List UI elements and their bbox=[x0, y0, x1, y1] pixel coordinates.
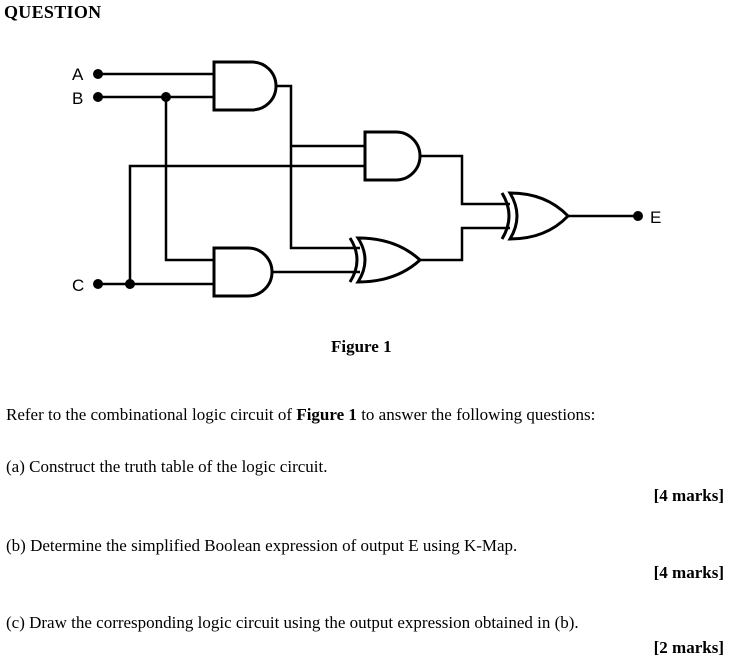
terminal-c bbox=[93, 279, 103, 289]
question-a-marks: [4 marks] bbox=[653, 486, 724, 505]
question-a-text: (a) Construct the truth table of the log… bbox=[6, 457, 328, 476]
wire-c bbox=[98, 164, 365, 286]
logic-circuit-figure: A B C E bbox=[72, 60, 661, 298]
terminal-e bbox=[633, 211, 643, 221]
circuit-wires bbox=[98, 72, 638, 286]
wire-b-branch bbox=[164, 97, 214, 262]
label-input-a: A bbox=[72, 65, 84, 84]
intro-figure-ref: Figure 1 bbox=[296, 405, 357, 424]
question-b-marks: [4 marks] bbox=[653, 563, 724, 582]
xor-gate-2 bbox=[500, 191, 571, 241]
intro-text: Refer to the combinational logic circuit… bbox=[6, 405, 596, 424]
question-c-marks: [2 marks] bbox=[653, 638, 724, 657]
and-gate-2 bbox=[363, 130, 422, 182]
junction-c bbox=[125, 279, 135, 289]
and-gate-1 bbox=[212, 60, 278, 112]
and-gate-3 bbox=[212, 246, 274, 298]
junction-b bbox=[161, 92, 171, 102]
label-output-e: E bbox=[650, 208, 661, 227]
figure-caption: Figure 1 bbox=[331, 337, 392, 356]
question-b-text: (b) Determine the simplified Boolean exp… bbox=[6, 536, 518, 555]
label-input-b: B bbox=[72, 89, 83, 108]
wire-and2-out bbox=[420, 154, 510, 206]
label-input-c: C bbox=[72, 276, 84, 295]
terminal-a bbox=[93, 69, 103, 79]
wire-xor1-out bbox=[420, 226, 510, 262]
terminal-b bbox=[93, 92, 103, 102]
question-heading: QUESTION bbox=[4, 2, 102, 22]
question-c-text: (c) Draw the corresponding logic circuit… bbox=[6, 613, 579, 632]
xor-gate-1 bbox=[348, 236, 423, 284]
